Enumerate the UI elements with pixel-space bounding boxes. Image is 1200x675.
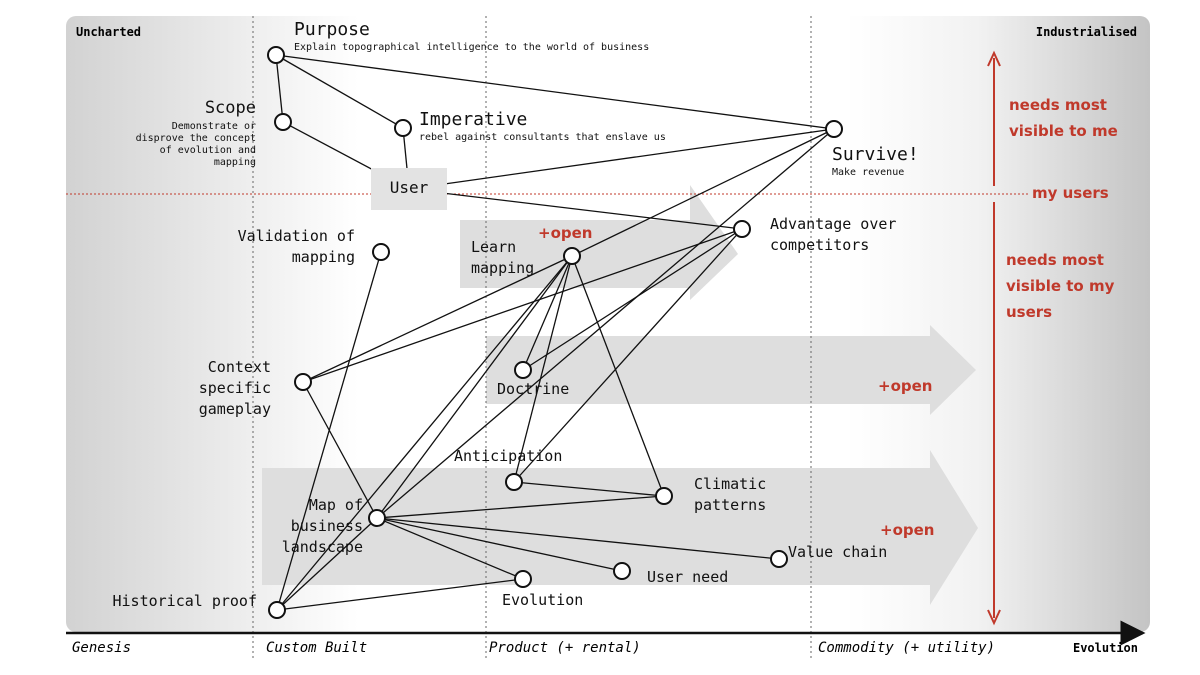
label-imperative: Imperative xyxy=(419,109,527,130)
link-user-advantage xyxy=(408,188,743,230)
node-map[interactable] xyxy=(368,509,386,527)
link-purpose-survive xyxy=(275,54,835,130)
node-historical[interactable] xyxy=(268,601,286,619)
dependency-links xyxy=(275,54,835,611)
visibility-arrow-lower-head xyxy=(987,609,1001,626)
link-map-valuechain xyxy=(376,517,780,560)
visibility-arrow-upper-head xyxy=(987,50,1001,67)
stage-custom-built: Custom Built xyxy=(266,640,367,656)
node-purpose[interactable] xyxy=(267,46,285,64)
node-context[interactable] xyxy=(294,373,312,391)
label-doctrine: Doctrine xyxy=(497,380,569,398)
doctrine-movement-arrow xyxy=(486,325,976,415)
industrialised-label: Industrialised xyxy=(1036,25,1137,39)
link-learn-map xyxy=(376,255,573,519)
label-survive: Survive! xyxy=(832,144,919,165)
link-learn-anticipation xyxy=(513,255,573,483)
label-valuechain: Value chain xyxy=(788,543,887,561)
node-anticipation[interactable] xyxy=(505,473,523,491)
link-historical-evolution xyxy=(276,578,524,611)
stage-commodity: Commodity (+ utility) xyxy=(818,640,995,656)
node-advantage[interactable] xyxy=(733,220,751,238)
link-survive-map xyxy=(376,128,835,519)
sublabel-purpose: Explain topographical intelligence to th… xyxy=(294,42,649,53)
link-map-climatic xyxy=(376,495,665,519)
label-scope: Scope xyxy=(205,98,256,118)
link-user-survive xyxy=(408,128,835,190)
link-purpose-scope xyxy=(275,54,284,123)
link-context-map xyxy=(302,381,378,519)
node-userneed[interactable] xyxy=(613,562,631,580)
link-advantage-doctrine xyxy=(522,228,743,371)
link-map-historical xyxy=(276,517,378,611)
label-user: User xyxy=(390,178,429,197)
link-advantage-context xyxy=(302,228,743,383)
open-annotation-2: +open xyxy=(878,377,932,395)
link-purpose-imperative xyxy=(275,54,404,129)
link-anticipation-climatic xyxy=(513,481,665,497)
link-survive-learn xyxy=(571,128,835,257)
link-learn-climatic xyxy=(571,255,665,497)
node-validation[interactable] xyxy=(372,243,390,261)
open-annotation-1: +open xyxy=(538,224,592,242)
sublabel-imperative: rebel against consultants that enslave u… xyxy=(419,132,666,143)
link-advantage-anticipation xyxy=(513,228,743,483)
node-valuechain[interactable] xyxy=(770,550,788,568)
label-historical: Historical proof xyxy=(113,592,258,610)
link-learn-doctrine xyxy=(522,255,573,371)
label-userneed: User need xyxy=(647,568,728,586)
link-map-userneed xyxy=(376,517,623,572)
label-evolution: Evolution xyxy=(502,591,583,609)
node-learn[interactable] xyxy=(563,247,581,265)
open-annotation-3: +open xyxy=(880,521,934,539)
landscape-movement-arrow xyxy=(262,450,978,605)
stage-product: Product (+ rental) xyxy=(489,640,641,656)
link-historical-learn xyxy=(276,255,573,611)
node-doctrine[interactable] xyxy=(514,361,532,379)
evolution-axis-label: Evolution xyxy=(1073,641,1138,655)
link-learn-context xyxy=(302,255,573,383)
sublabel-survive: Make revenue xyxy=(832,167,904,178)
uncharted-label: Uncharted xyxy=(76,25,141,39)
node-scope[interactable] xyxy=(274,113,292,131)
node-imperative[interactable] xyxy=(394,119,412,137)
user-box xyxy=(371,168,447,210)
node-evolution[interactable] xyxy=(514,570,532,588)
node-survive[interactable] xyxy=(825,120,843,138)
my-users-note: my users xyxy=(1032,184,1109,202)
stage-genesis: Genesis xyxy=(72,640,131,656)
label-anticipation: Anticipation xyxy=(454,447,562,465)
node-climatic[interactable] xyxy=(655,487,673,505)
label-purpose: Purpose xyxy=(294,19,370,40)
link-map-evolution xyxy=(376,517,524,580)
